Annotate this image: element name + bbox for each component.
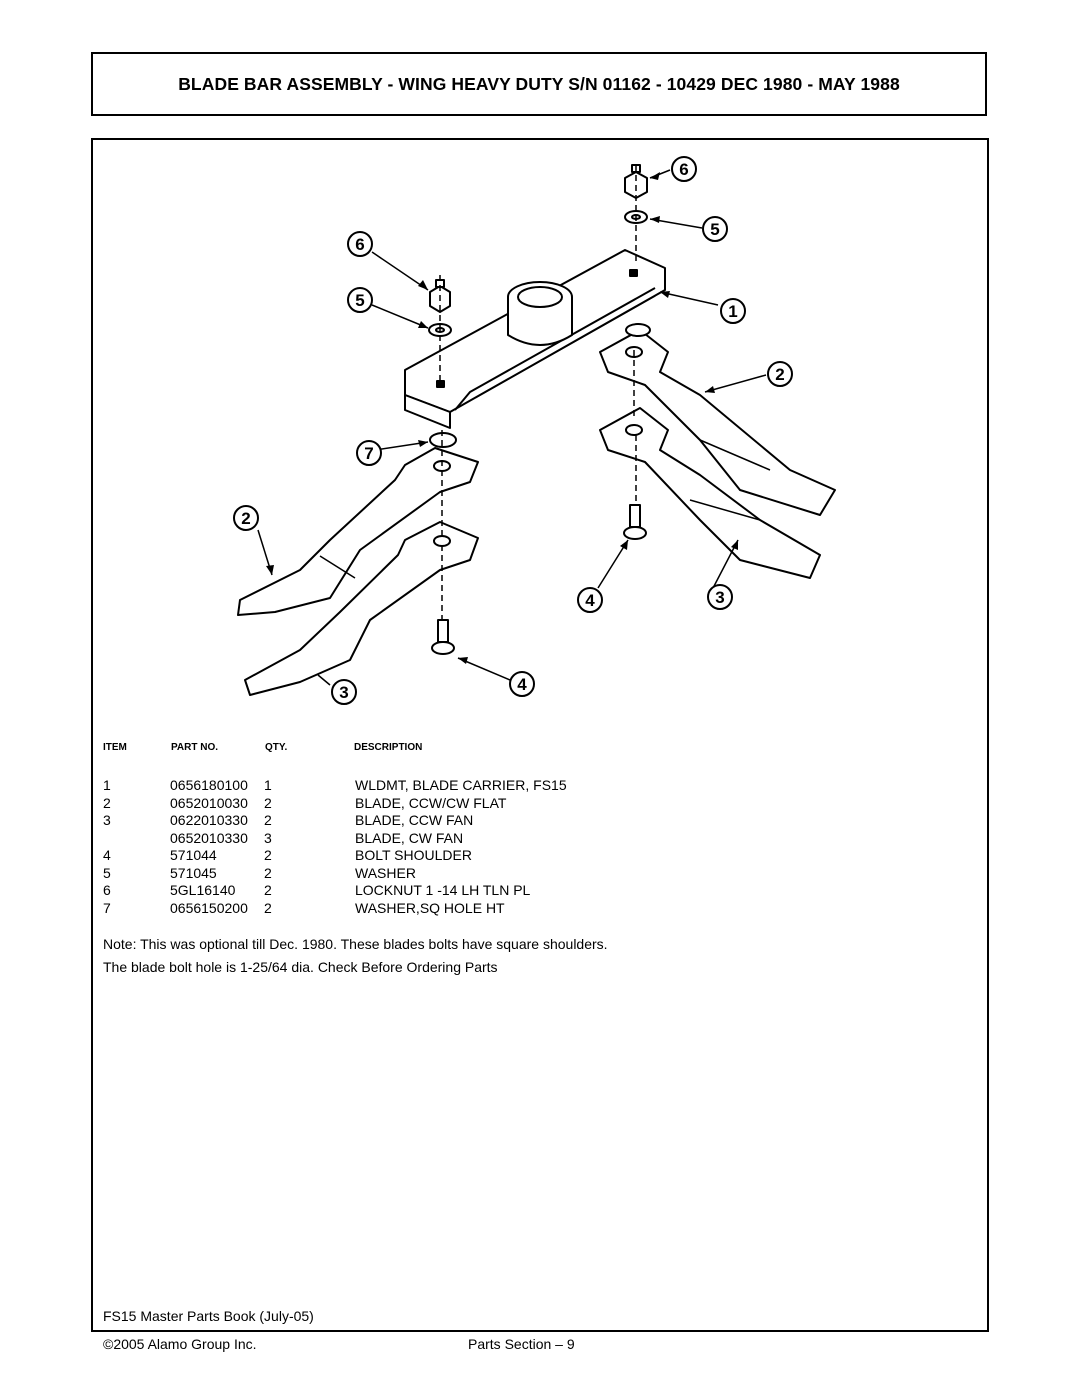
svg-text:2: 2 [775, 365, 784, 384]
header-qty: QTY. [265, 742, 288, 753]
svg-text:4: 4 [585, 591, 595, 610]
table-cell-description: BOLT SHOULDER [355, 847, 472, 863]
table-cell-part-no: 0652010030 [170, 794, 248, 811]
footer-book: FS15 Master Parts Book (July-05) [103, 1308, 314, 1324]
title-box: BLADE BAR ASSEMBLY - WING HEAVY DUTY S/N… [91, 52, 987, 116]
svg-text:3: 3 [715, 588, 724, 607]
table-cell-description: BLADE, CCW/CW FLAT [355, 794, 507, 811]
callout-3-left: 3 [331, 679, 357, 705]
blade-carrier-side [404, 394, 451, 429]
blade-left-lower [244, 521, 479, 696]
table-cell-part-no: 5GL16140 [170, 882, 236, 898]
page-title: BLADE BAR ASSEMBLY - WING HEAVY DUTY S/N… [178, 73, 900, 94]
table-cell-item: 6 [103, 882, 111, 898]
callout-2-left: 2 [233, 505, 259, 531]
callout-4-left: 4 [509, 671, 535, 697]
svg-text:1: 1 [728, 302, 737, 321]
table-cell-part-no: 0656150200 [170, 899, 248, 916]
callout-4-right: 4 [577, 587, 603, 613]
callout-6-left: 6 [347, 231, 373, 257]
table-cell-part-no: 571045 [170, 864, 217, 881]
bolt-left [431, 619, 455, 655]
note-line-1: Note: This was optional till Dec. 1980. … [103, 936, 608, 952]
table-cell-part-no: 0652010330 [170, 829, 248, 846]
table-cell-description: BLADE, CW FAN [355, 829, 464, 846]
table-cell-part-no: 0622010330 [170, 812, 248, 828]
table-cell-description: LOCKNUT 1 -14 LH TLN PL [355, 882, 531, 898]
blade-left-upper [237, 447, 479, 616]
table-cell-qty: 2 [264, 812, 272, 828]
svg-text:7: 7 [364, 444, 373, 463]
callout-7: 7 [356, 440, 382, 466]
table-cell-qty: 2 [264, 794, 272, 811]
callout-5-top: 5 [702, 216, 728, 242]
svg-text:4: 4 [517, 675, 527, 694]
table-cell-qty: 2 [264, 847, 272, 863]
svg-text:5: 5 [710, 220, 719, 239]
table-cell-part-no: 0656180100 [170, 777, 248, 793]
bolt-right [623, 504, 647, 540]
content-frame [91, 138, 989, 1332]
svg-text:2: 2 [241, 509, 250, 528]
footer-section: Parts Section – 9 [468, 1336, 575, 1352]
blade-right-lower [599, 407, 821, 579]
table-cell-item: 5 [103, 864, 111, 881]
blade-right-upper [599, 329, 836, 516]
callout-3-right: 3 [707, 584, 733, 610]
washer-sq-hole [429, 432, 457, 448]
callout-1: 1 [720, 298, 746, 324]
table-cell-item: 4 [103, 847, 111, 863]
header-part-no: PART NO. [171, 742, 219, 753]
table-cell-item: 3 [103, 812, 111, 828]
callout-5-left: 5 [347, 287, 373, 313]
header-item: ITEM [103, 742, 127, 753]
svg-text:3: 3 [339, 683, 348, 702]
table-cell-description: WLDMT, BLADE CARRIER, FS15 [355, 777, 567, 793]
svg-text:6: 6 [679, 160, 688, 179]
table-cell-qty: 3 [264, 829, 272, 846]
header-description: DESCRIPTION [354, 742, 423, 753]
table-cell-description: BLADE, CCW FAN [355, 812, 474, 828]
table-cell-qty: 2 [264, 899, 272, 916]
table-cell-description: WASHER,SQ HOLE HT [355, 899, 505, 916]
table-cell-item: 2 [103, 794, 111, 811]
callout-2-right: 2 [767, 361, 793, 387]
table-cell-part-no: 571044 [170, 847, 217, 863]
table-cell-item: 1 [103, 777, 111, 793]
footer-copyright: ©2005 Alamo Group Inc. [103, 1336, 257, 1352]
svg-text:6: 6 [355, 235, 364, 254]
table-cell-qty: 2 [264, 864, 272, 881]
svg-text:5: 5 [355, 291, 364, 310]
table-cell-description: WASHER [355, 864, 416, 881]
table-cell-qty: 2 [264, 882, 272, 898]
table-cell-item: 7 [103, 899, 111, 916]
note-line-2: The blade bolt hole is 1-25/64 dia. Chec… [103, 959, 498, 975]
parts-diagram: 6 5 6 5 1 2 7 2 [233, 156, 836, 705]
callout-6-top: 6 [671, 156, 697, 182]
table-cell-qty: 1 [264, 777, 272, 793]
